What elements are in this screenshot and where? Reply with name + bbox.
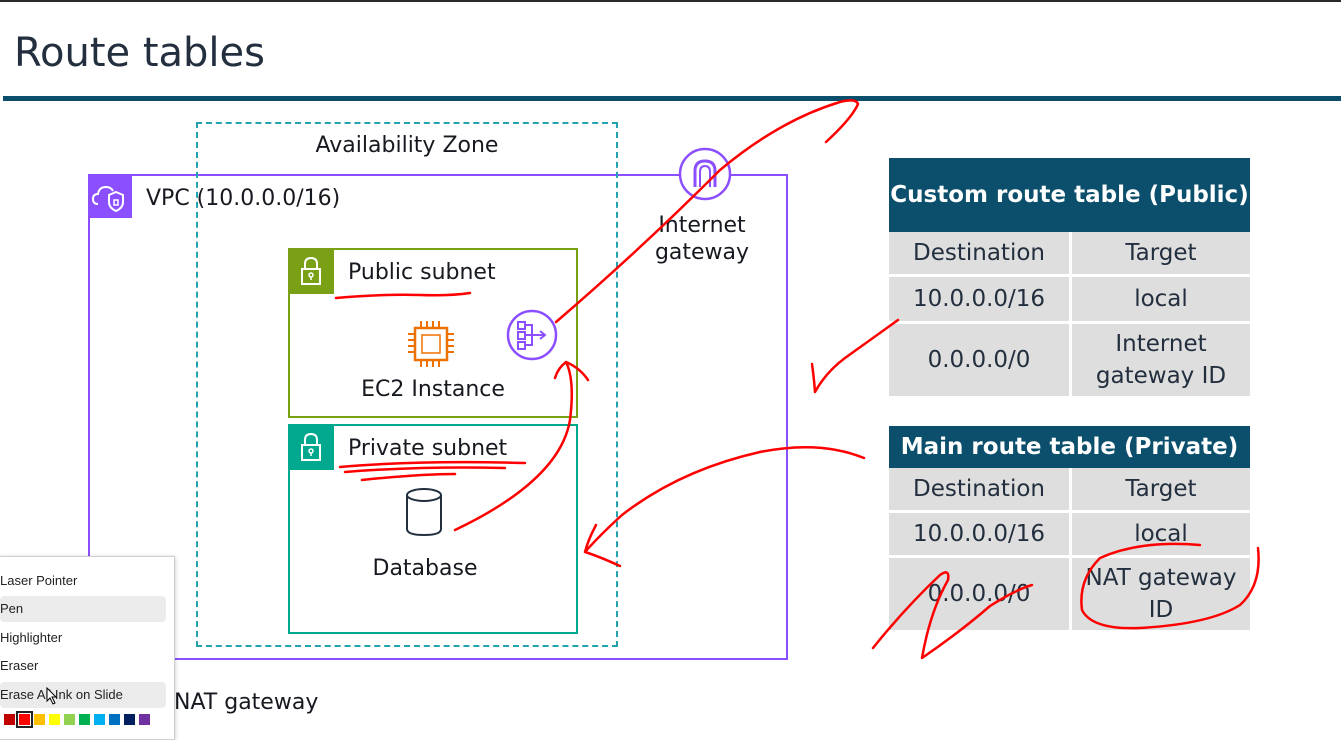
color-swatch[interactable] xyxy=(79,714,90,725)
slide-title: Route tables xyxy=(14,30,265,76)
private-route-table-title: Main route table (Private) xyxy=(889,426,1250,468)
table-cell: 10.0.0.0/16 xyxy=(889,277,1072,324)
table-cell: local xyxy=(1072,277,1250,324)
top-border-line xyxy=(0,0,1341,2)
column-header-target: Target xyxy=(1072,468,1250,513)
database-label: Database xyxy=(372,556,478,581)
table-cell: Internet gateway ID xyxy=(1072,324,1250,396)
menu-item-erase-all-ink[interactable]: Erase All Ink on Slide xyxy=(0,682,166,708)
column-header-destination: Destination xyxy=(889,468,1072,513)
ec2-chip-icon xyxy=(408,321,454,367)
table-row: Destination Target xyxy=(889,468,1250,513)
ink-color-palette xyxy=(4,711,154,728)
public-route-table: Custom route table (Public) Destination … xyxy=(889,158,1250,396)
internet-gateway-icon xyxy=(678,147,732,201)
table-cell: 0.0.0.0/0 xyxy=(889,324,1072,396)
table-row: 10.0.0.0/16 local xyxy=(889,513,1250,558)
lock-icon xyxy=(288,248,334,294)
nat-gateway-icon xyxy=(506,309,558,361)
table-row: 0.0.0.0/0 Internet gateway ID xyxy=(889,324,1250,396)
title-underline xyxy=(3,96,1341,101)
ink-arrow-to-public-table xyxy=(810,318,900,394)
menu-item-laser-pointer[interactable]: Laser Pointer xyxy=(0,573,78,588)
menu-item-pen[interactable]: Pen xyxy=(0,596,166,622)
table-cell: local xyxy=(1072,513,1250,558)
menu-item-eraser[interactable]: Eraser xyxy=(0,658,39,673)
color-swatch[interactable] xyxy=(16,711,33,728)
private-route-table: Main route table (Private) Destination T… xyxy=(889,426,1250,630)
column-header-target: Target xyxy=(1072,232,1250,277)
database-icon xyxy=(406,488,442,537)
table-cell: 0.0.0.0/0 xyxy=(889,558,1072,630)
nat-gateway-label: NAT gateway xyxy=(174,690,319,715)
public-route-table-title: Custom route table (Public) xyxy=(889,158,1250,232)
color-swatch[interactable] xyxy=(49,714,60,725)
vpc-boundary xyxy=(88,174,788,660)
column-header-destination: Destination xyxy=(889,232,1072,277)
color-swatch[interactable] xyxy=(139,714,150,725)
ec2-instance-label: EC2 Instance xyxy=(361,377,505,402)
color-swatch[interactable] xyxy=(124,714,135,725)
color-swatch[interactable] xyxy=(109,714,120,725)
color-swatch[interactable] xyxy=(34,714,45,725)
menu-item-highlighter[interactable]: Highlighter xyxy=(0,630,63,645)
availability-zone-label: Availability Zone xyxy=(315,133,499,158)
table-row: 10.0.0.0/16 local xyxy=(889,277,1250,324)
table-row: 0.0.0.0/0 NAT gateway ID xyxy=(889,558,1250,630)
pen-tool-menu: Laser Pointer Pen Highlighter Eraser Era… xyxy=(0,556,175,740)
table-row: Destination Target xyxy=(889,232,1250,277)
availability-zone-boundary xyxy=(196,122,618,647)
table-cell: NAT gateway ID xyxy=(1072,558,1250,630)
public-subnet-label: Public subnet xyxy=(348,260,496,285)
color-swatch[interactable] xyxy=(94,714,105,725)
color-swatch[interactable] xyxy=(4,714,15,725)
private-subnet-label: Private subnet xyxy=(348,436,508,461)
lock-icon xyxy=(288,424,334,470)
mouse-cursor-icon xyxy=(46,687,58,705)
vpc-cloud-shield-icon xyxy=(88,174,132,218)
color-swatch[interactable] xyxy=(64,714,75,725)
vpc-label: VPC (10.0.0.0/16) xyxy=(146,186,341,211)
table-cell: 10.0.0.0/16 xyxy=(889,513,1072,558)
internet-gateway-label: Internet gateway xyxy=(654,213,750,265)
